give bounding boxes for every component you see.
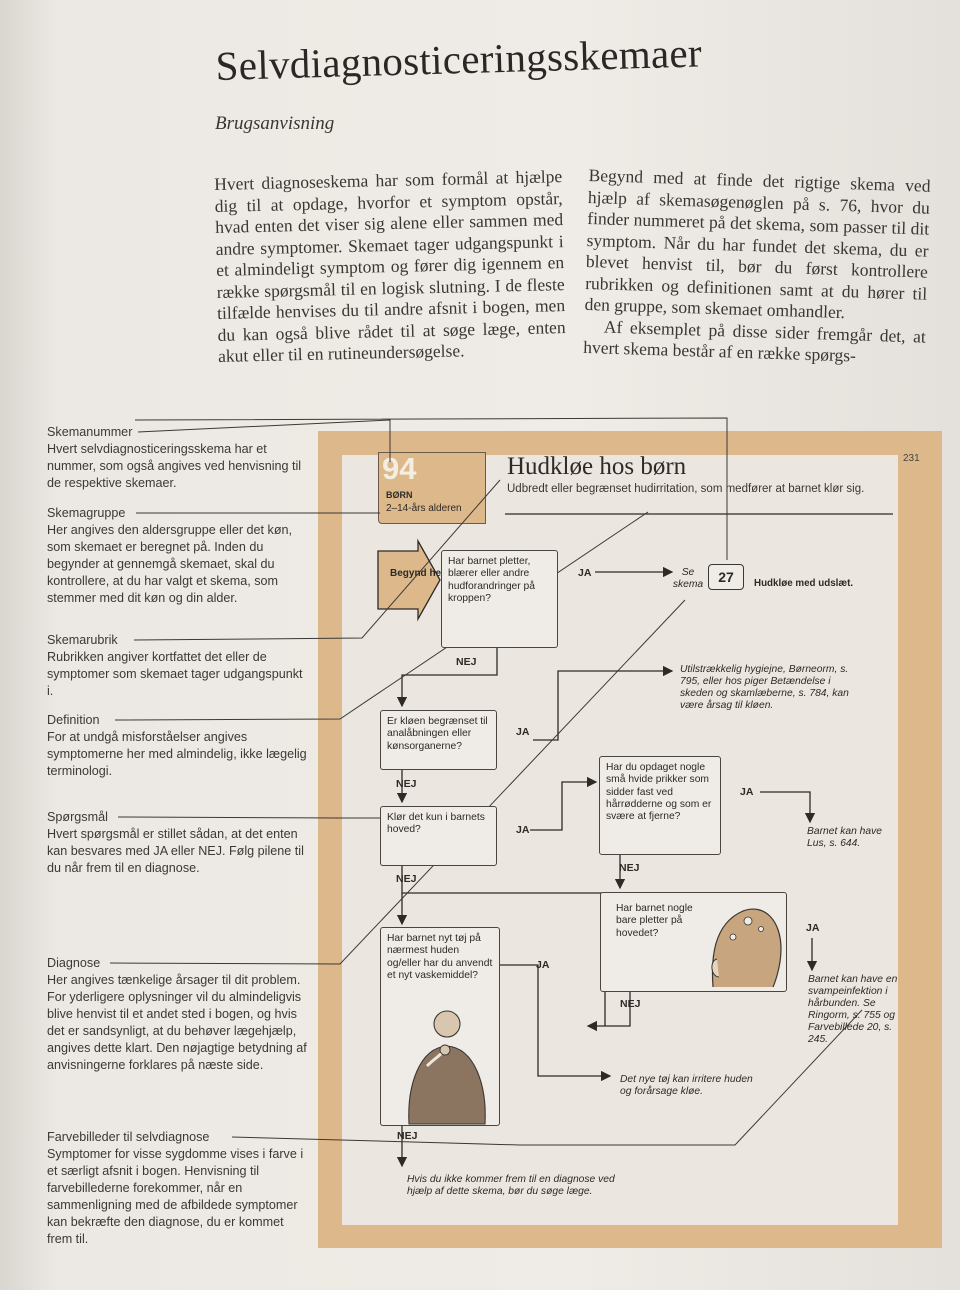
child-head-illustration xyxy=(711,908,782,988)
q3-no-label: NEJ xyxy=(396,873,417,885)
note-spoergsmaal: Spørgsmål Hvert spørgsmål er stillet såd… xyxy=(47,810,304,875)
diagnosis-2: Barnet kan have Lus, s. 644. xyxy=(807,826,882,849)
child-scratching-illustration xyxy=(408,1010,486,1125)
chart-rubric: Hudkløe hos børn xyxy=(507,453,687,480)
q5-no-label: NEJ xyxy=(620,998,641,1010)
page-subtitle: Brugsanvisning xyxy=(215,113,335,134)
chart-group: BØRN xyxy=(386,490,413,500)
q2-no-label: NEJ xyxy=(396,778,417,790)
question-6-box: Har barnet nyt tøj på nærmest huden og/e… xyxy=(380,927,500,1126)
note-farvebilleder: Farvebilleder til selvdiagnose Symptomer… xyxy=(47,1130,304,1246)
question-6-text: Har barnet nyt tøj på nærmest huden og/e… xyxy=(387,933,493,981)
chart-definition: Udbredt eller begrænset hudirritation, s… xyxy=(507,483,865,495)
q6-no-label: NEJ xyxy=(397,1130,418,1142)
note-skemagruppe: Skemagruppe Her angives den aldersgruppe… xyxy=(47,506,293,605)
diagnosis-3: Barnet kan have en svampeinfektion i hår… xyxy=(808,974,898,1045)
see-chart-number: 27 xyxy=(708,564,744,590)
question-1-box: Har barnet pletter, blærer eller andre h… xyxy=(441,550,558,648)
see-chart-title: Hudkløe med udslæt. xyxy=(754,578,854,589)
q1-yes-label: JA xyxy=(578,567,592,579)
note-skemarubrik: Skemarubrik Rubrikken angiver kortfattet… xyxy=(47,633,303,698)
q5-yes-label: JA xyxy=(806,922,820,934)
q6-yes-label: JA xyxy=(536,959,550,971)
question-4-box: Har du opdaget nogle små hvide prikker s… xyxy=(599,756,721,855)
question-2-box: Er kløen begrænset til analåbningen elle… xyxy=(380,710,497,770)
note-diagnose: Diagnose Her angives tænkelige årsager t… xyxy=(47,956,307,1072)
question-5-text: Har barnet nogle bare pletter på hovedet… xyxy=(616,903,693,939)
see-chart-label: Se skema xyxy=(672,567,704,590)
diagnosis-4: Det nye tøj kan irritere huden og forårs… xyxy=(620,1074,753,1097)
question-3-box: Klør det kun i barnets hoved? xyxy=(380,806,497,866)
q3-yes-label: JA xyxy=(516,824,530,836)
start-here-label: Begynd her xyxy=(390,568,446,579)
note-skemanummer: Skemanummer Hvert selvdiagnosticeringssk… xyxy=(47,425,302,490)
question-5-box: Har barnet nogle bare pletter på hovedet… xyxy=(600,892,787,992)
q4-no-label: NEJ xyxy=(619,862,640,874)
diagnosis-1: Utilstrækkelig hygiejne, Børneorm, s. 79… xyxy=(680,664,849,711)
note-definition: Definition For at undgå misforståelser a… xyxy=(47,713,307,778)
chart-age: 2–14-års alderen xyxy=(386,503,462,514)
chart-number-tab xyxy=(378,452,486,524)
q1-no-label: NEJ xyxy=(456,656,477,668)
chart-page-number: 231 xyxy=(903,453,920,464)
chart-number: 94 xyxy=(382,451,417,486)
q2-yes-label: JA xyxy=(516,726,530,738)
q4-yes-label: JA xyxy=(740,786,754,798)
final-advice: Hvis du ikke kommer frem til en diagnose… xyxy=(407,1174,615,1197)
